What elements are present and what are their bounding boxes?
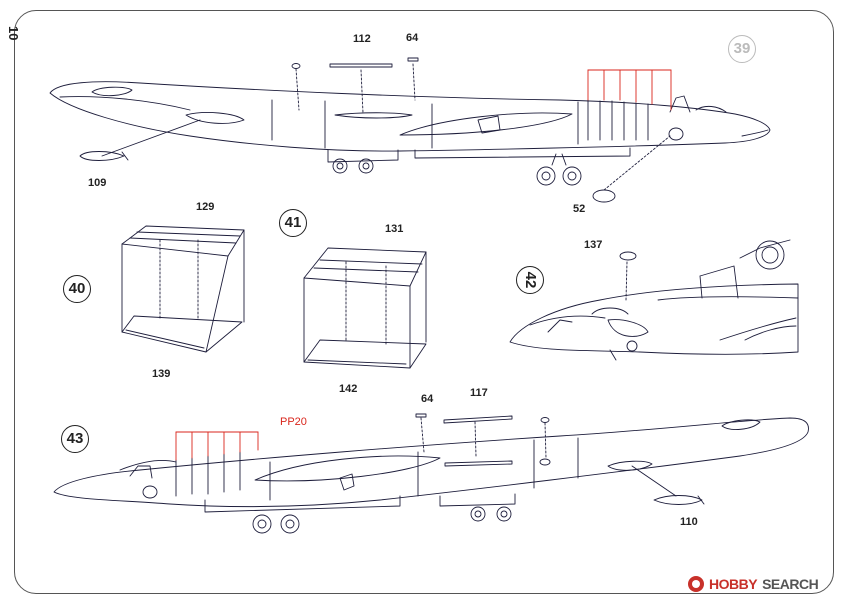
part-label: 129 bbox=[196, 201, 215, 213]
panel-step41 bbox=[303, 247, 427, 369]
fuselage-step39 bbox=[49, 57, 771, 203]
nose-detail-step42 bbox=[509, 239, 799, 361]
step-40-marker: 40 bbox=[63, 275, 91, 303]
part-label: 139 bbox=[152, 368, 171, 380]
watermark: HOBBY SEARCH bbox=[688, 574, 819, 594]
part-label: 142 bbox=[339, 383, 358, 395]
hobbysearch-logo-icon bbox=[688, 576, 704, 592]
part-label: 64 bbox=[406, 32, 419, 44]
watermark-brand-red: HOBBY bbox=[709, 576, 758, 592]
step-42-marker: 42 bbox=[516, 266, 544, 294]
paint-callout-step39 bbox=[587, 69, 672, 111]
part-label: 112 bbox=[353, 33, 371, 45]
fuselage-step43 bbox=[53, 413, 809, 534]
part-label: 52 bbox=[573, 203, 586, 215]
part-label: 109 bbox=[88, 177, 107, 189]
part-label: 64 bbox=[421, 393, 434, 405]
part-label: 137 bbox=[584, 239, 603, 251]
paint-callout-step43 bbox=[175, 431, 259, 461]
part-label: 117 bbox=[470, 387, 488, 399]
step-43-marker: 43 bbox=[61, 425, 89, 453]
paint-reference: PP20 bbox=[280, 416, 307, 428]
watermark-brand-gray: SEARCH bbox=[762, 576, 819, 592]
step-41-marker: 41 bbox=[279, 209, 307, 237]
step-39-marker: 39 bbox=[728, 35, 756, 63]
panel-step40 bbox=[121, 225, 245, 353]
part-label: 110 bbox=[680, 516, 698, 528]
page-frame bbox=[14, 10, 834, 594]
part-label: 131 bbox=[385, 223, 404, 235]
